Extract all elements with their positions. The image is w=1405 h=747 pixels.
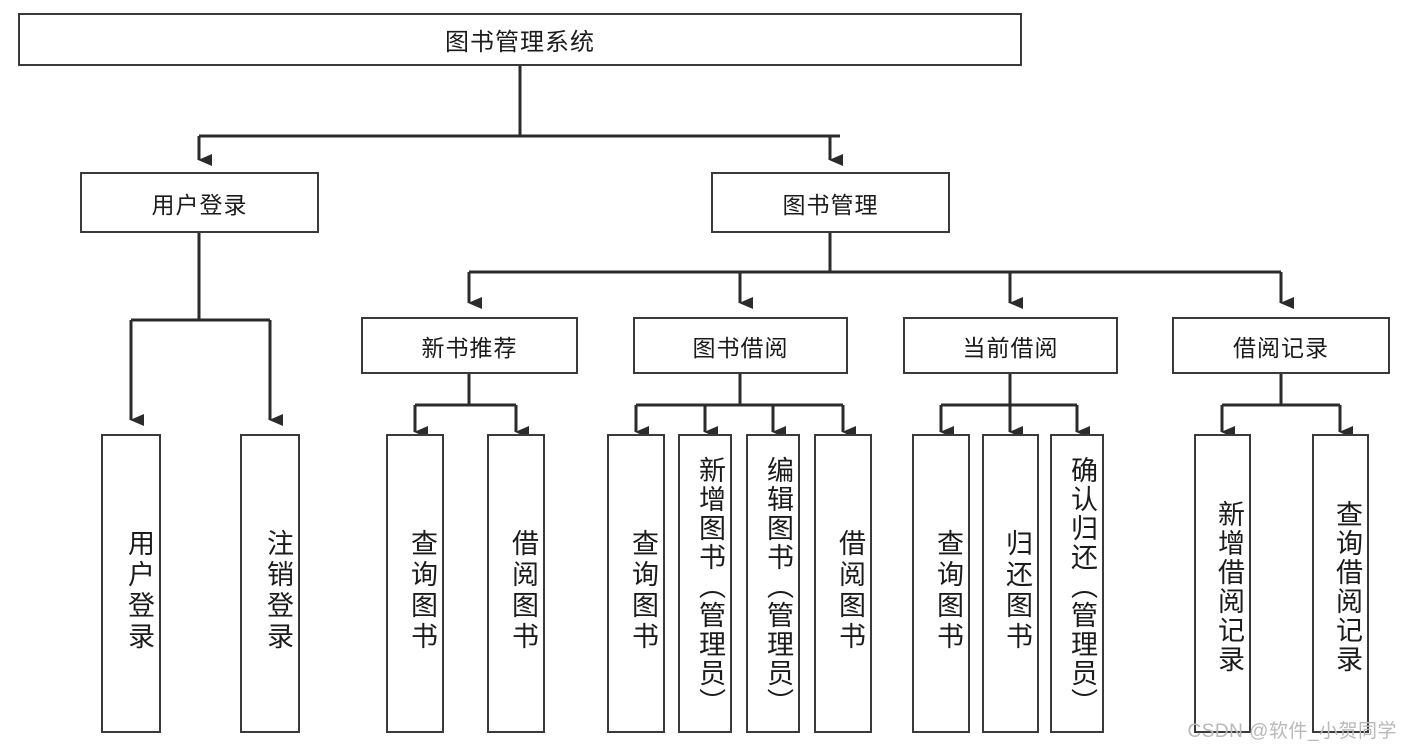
node-user-login[interactable]: 用户登录 <box>80 172 319 233</box>
node-current-borrow[interactable]: 当前借阅 <box>903 317 1118 374</box>
leaf-logout[interactable]: 注销登录 <box>240 434 300 733</box>
leaf-borrow-book[interactable]: 借阅图书 <box>814 434 872 733</box>
watermark-text: CSDN @软件_小贺同学 <box>1187 721 1397 742</box>
leaf-edit-book-admin[interactable]: 编辑图书（管理员） <box>746 434 800 733</box>
leaf-query-borrow-record[interactable]: 查询借阅记录 <box>1312 434 1369 733</box>
leaf-return-book[interactable]: 归还图书 <box>982 434 1039 733</box>
leaf-query-book-current[interactable]: 查询图书 <box>912 434 970 733</box>
leaf-borrow-book-recommend[interactable]: 借阅图书 <box>487 434 545 733</box>
node-book-borrow[interactable]: 图书借阅 <box>633 317 848 374</box>
node-book-management[interactable]: 图书管理 <box>711 172 950 233</box>
leaf-add-borrow-record[interactable]: 新增借阅记录 <box>1194 434 1251 733</box>
leaf-confirm-return-admin[interactable]: 确认归还（管理员） <box>1050 434 1104 733</box>
leaf-query-book-borrow[interactable]: 查询图书 <box>607 434 665 733</box>
node-new-book-recommend[interactable]: 新书推荐 <box>361 317 578 374</box>
leaf-query-book-recommend[interactable]: 查询图书 <box>386 434 444 733</box>
node-root[interactable]: 图书管理系统 <box>18 13 1022 66</box>
leaf-add-book-admin[interactable]: 新增图书（管理员） <box>678 434 732 733</box>
node-borrow-record[interactable]: 借阅记录 <box>1172 317 1390 374</box>
leaf-user-login[interactable]: 用户登录 <box>101 434 161 733</box>
